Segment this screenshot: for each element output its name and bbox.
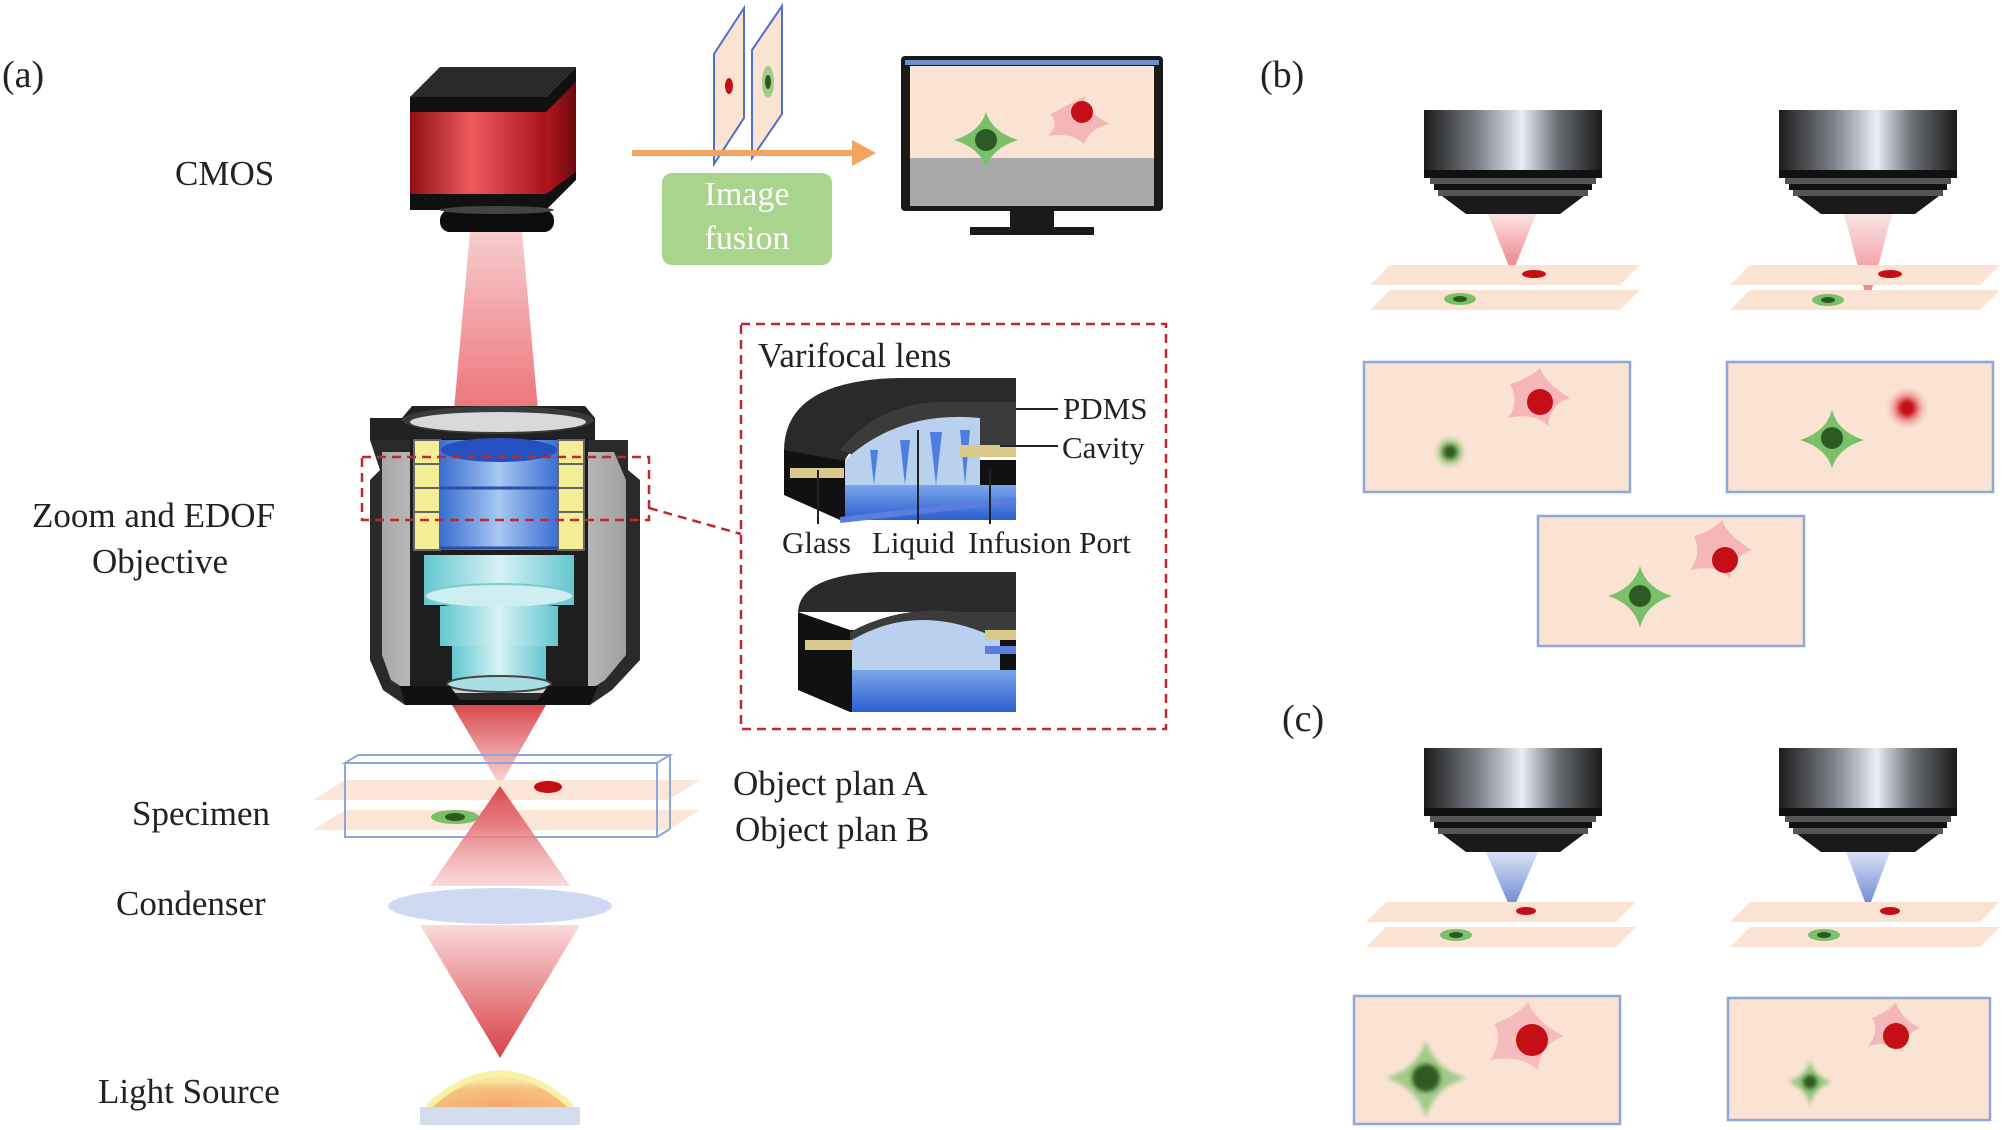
fusion-label-line1: Image bbox=[704, 176, 790, 213]
infusion-port-label: Infusion Port bbox=[968, 525, 1131, 560]
cmos-label: CMOS bbox=[175, 154, 275, 193]
panel-b-frame-plane-a bbox=[1362, 360, 1632, 494]
light-source-icon bbox=[420, 1070, 580, 1125]
panel-c-objective-left bbox=[1424, 748, 1602, 912]
panel-b-objective-left bbox=[1424, 110, 1602, 274]
liquid-label: Liquid bbox=[872, 525, 955, 560]
specimen-label: Specimen bbox=[132, 794, 271, 833]
panel-c-frame-large bbox=[1352, 994, 1622, 1126]
varifocal-title: Varifocal lens bbox=[758, 336, 952, 375]
condenser-output-beam bbox=[420, 925, 580, 1058]
panel-c-planes-left bbox=[1366, 902, 1636, 947]
fusion-label-line2: fusion bbox=[704, 220, 790, 257]
object-plane-b-label: Object plan B bbox=[735, 810, 930, 849]
condenser-label: Condenser bbox=[116, 884, 266, 923]
imaging-beam bbox=[452, 232, 540, 432]
panel-c-planes-right bbox=[1730, 902, 2000, 947]
glass-label: Glass bbox=[782, 525, 851, 560]
cmos-camera-icon bbox=[410, 67, 576, 232]
panel-b-fused-frame bbox=[1536, 514, 1806, 648]
monitor-red-cell bbox=[1048, 96, 1110, 144]
focal-slice-a-icon bbox=[713, 4, 745, 168]
monitor-icon bbox=[901, 56, 1163, 235]
panel-b-frame-plane-b bbox=[1725, 360, 1995, 494]
focal-slice-b-icon bbox=[751, 2, 783, 162]
panel-label-b: (b) bbox=[1260, 54, 1305, 96]
light-source-label: Light Source bbox=[98, 1072, 280, 1111]
varifocal-cutaway-2-icon bbox=[798, 572, 1016, 712]
zoom-label-line1: Zoom and EDOF bbox=[32, 496, 276, 535]
pdms-label: PDMS bbox=[1063, 391, 1148, 426]
zoom-label-line2: Objective bbox=[92, 542, 229, 581]
varifocal-lens-inset bbox=[739, 322, 1168, 731]
object-plane-a-label: Object plan A bbox=[733, 764, 928, 803]
specimen-illumination-beam bbox=[430, 786, 570, 886]
panel-label-a: (a) bbox=[2, 54, 45, 96]
panel-c-objective-right bbox=[1779, 748, 1957, 910]
zoom-connector-line bbox=[648, 506, 742, 536]
panel-b-planes-right bbox=[1730, 265, 2000, 310]
varifocal-cutaway-1-icon bbox=[784, 378, 1017, 523]
monitor-green-cell bbox=[954, 112, 1018, 168]
panel-b-objective-right bbox=[1779, 110, 1957, 304]
cavity-label: Cavity bbox=[1062, 430, 1145, 465]
panel-b-planes-left bbox=[1370, 265, 1640, 310]
image-fusion-box: Image fusion bbox=[662, 173, 832, 265]
objective-output-beam bbox=[452, 705, 546, 786]
varifocal-highlight-box bbox=[360, 455, 651, 522]
panel-label-c: (c) bbox=[1282, 698, 1325, 740]
zoom-edof-objective-icon bbox=[370, 406, 640, 705]
condenser-lens-icon bbox=[388, 888, 612, 924]
panel-c-frame-small bbox=[1726, 996, 1992, 1122]
fusion-arrow-head bbox=[852, 140, 876, 166]
